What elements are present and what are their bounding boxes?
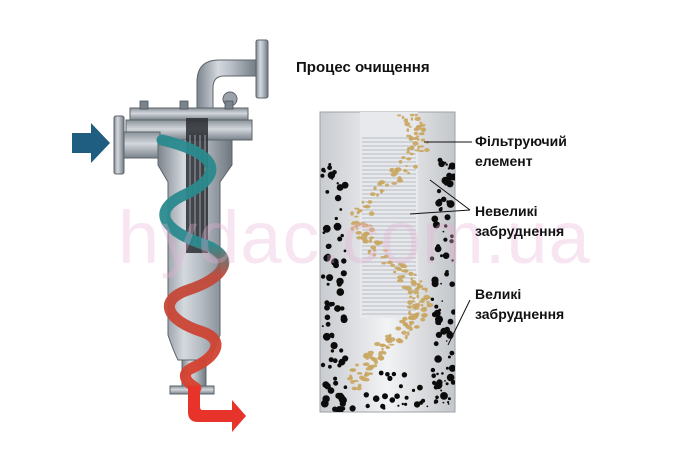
inlet-arrow-icon [72,123,110,163]
large-contaminants-label-line2: забруднення [475,306,565,322]
small-contaminants-label-line2: забруднення [475,223,565,239]
filter-cross-section [319,111,456,413]
small-contaminants-label-line1: Невеликі [475,203,538,219]
filter-element-label-line2: елемент [475,153,533,169]
flow-spiral [156,134,230,394]
large-contaminants-label: Великі забруднення [475,284,564,324]
diagram-title: Процес очищення [296,59,430,76]
large-contaminants-label-line1: Великі [475,286,522,302]
leader-lines [409,141,472,346]
separator-housing [113,39,269,395]
small-contaminants-label: Невеликі забруднення [475,201,564,241]
outlet-arrow-icon [188,386,246,432]
filter-element-label: Фільтруючий елемент [475,131,567,171]
filter-element-label-line1: Фільтруючий [475,133,567,149]
